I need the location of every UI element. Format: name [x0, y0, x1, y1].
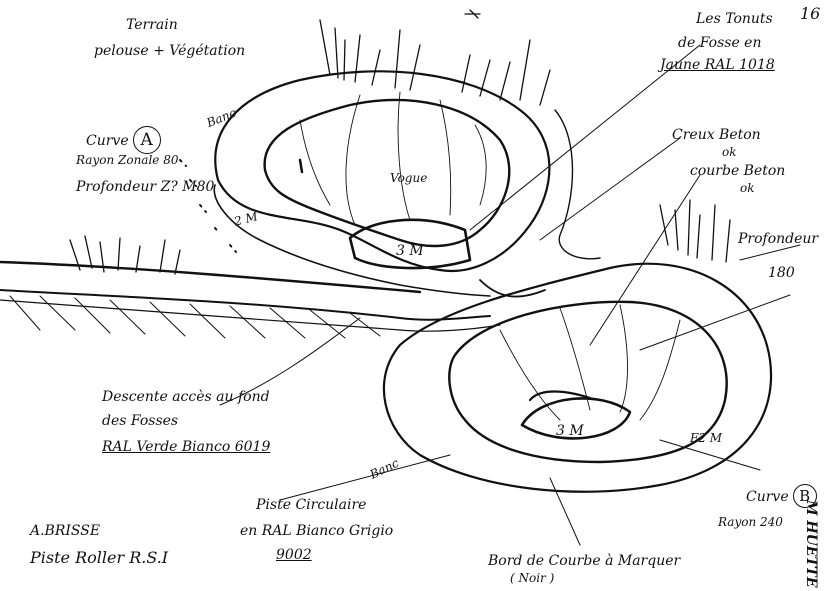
descente-label-1: Descente accès au fond	[102, 389, 270, 405]
curve-b-bowl	[382, 262, 773, 493]
rayon-b-label: Rayon 240	[718, 515, 783, 529]
terrain-label-1: Terrain	[126, 17, 178, 33]
vegetation	[69, 9, 731, 275]
ral-verde-label: RAL Verde Bianco 6019	[102, 439, 271, 455]
profondeur-b-label-1: Profondeur	[738, 231, 819, 247]
piste-label-3: 9002	[276, 547, 312, 563]
profondeur-a-label: Profondeur Z? M80	[76, 179, 215, 195]
creux-label-1: Creux Beton	[672, 127, 761, 143]
page-number: 16	[800, 4, 821, 23]
f2m-label: F2 M	[690, 431, 723, 445]
profondeur-b-label-2: 180	[768, 265, 795, 281]
creux-label-2: ok	[722, 145, 737, 159]
vogue-label: Vogue	[390, 171, 428, 185]
rayon-a-label: Rayon Zonale 80	[76, 153, 179, 167]
piste-label-2: en RAL Bianco Grigio	[240, 523, 394, 539]
three-m-bottom-label: 3 M	[556, 423, 584, 439]
forces-label-1: Les Tonuts	[696, 11, 773, 27]
three-m-top-label: 3 M	[396, 243, 424, 259]
annotation-leaders	[219, 44, 801, 546]
author-label-1: A.BRISSE	[30, 523, 101, 539]
terrain-band	[0, 260, 501, 339]
curve-a-bowl	[179, 70, 551, 297]
curve-a-letter: A	[132, 126, 161, 154]
forces-label-3: Jaune RAL 1018	[660, 57, 775, 73]
forces-label-2: de Fosse en	[678, 35, 762, 51]
author-label-2: Piste Roller R.S.I	[30, 548, 169, 567]
vertical-label: M HUETTE	[803, 500, 819, 588]
courbe-label-2: ok	[740, 181, 755, 195]
terrain-label-2: pelouse + Végétation	[94, 43, 246, 59]
descente-label-2: des Fosses	[102, 413, 179, 429]
piste-label-1: Piste Circulaire	[256, 497, 367, 513]
courbe-label-1: courbe Beton	[690, 163, 786, 179]
bord-label-1: Bord de Courbe à Marquer	[488, 553, 681, 569]
curve-b-letter: B	[792, 484, 817, 508]
bord-label-2: ( Noir )	[510, 571, 555, 585]
connector-ramp	[479, 109, 601, 298]
